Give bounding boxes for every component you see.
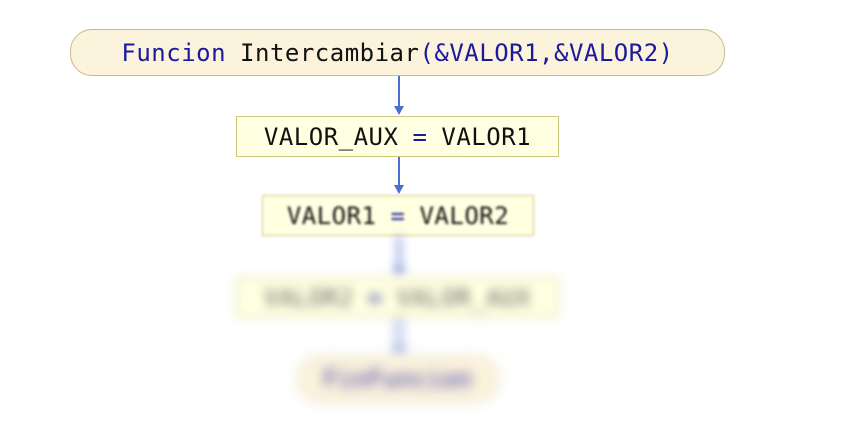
step1-left: VALOR_AUX [263, 122, 399, 151]
flow-arrow-3 [393, 236, 405, 277]
step2-left: VALOR1 [286, 201, 377, 230]
flow-arrow-1 [394, 76, 404, 115]
step2-right: VALOR2 [419, 201, 510, 230]
param-1: &VALOR1 [434, 38, 540, 67]
step3-left: VALOR2 [263, 283, 354, 312]
step1-operator: = [412, 122, 428, 151]
open-paren: ( [419, 38, 435, 67]
keyword-finfuncion: FinFuncion [323, 365, 473, 393]
close-paren: ) [658, 38, 674, 67]
step3-operator: = [367, 283, 383, 312]
step1-right: VALOR1 [441, 122, 532, 151]
function-end-terminal: FinFuncion [298, 356, 498, 402]
param-2: &VALOR2 [554, 38, 659, 67]
assignment-step-3: VALOR2 = VALOR_AUX [236, 277, 559, 318]
assignment-step-2: VALOR1 = VALOR2 [262, 195, 534, 236]
step3-right: VALOR_AUX [396, 283, 532, 312]
keyword-funcion: Funcion [121, 38, 227, 67]
step2-operator: = [390, 201, 406, 230]
assignment-step-1: VALOR_AUX = VALOR1 [236, 116, 559, 157]
flow-arrow-2 [394, 157, 404, 194]
function-header-terminal: Funcion Intercambiar ( &VALOR1 , &VALOR2… [70, 29, 725, 76]
flow-arrow-4 [393, 318, 405, 357]
function-name: Intercambiar [240, 38, 420, 67]
param-separator: , [539, 38, 554, 67]
